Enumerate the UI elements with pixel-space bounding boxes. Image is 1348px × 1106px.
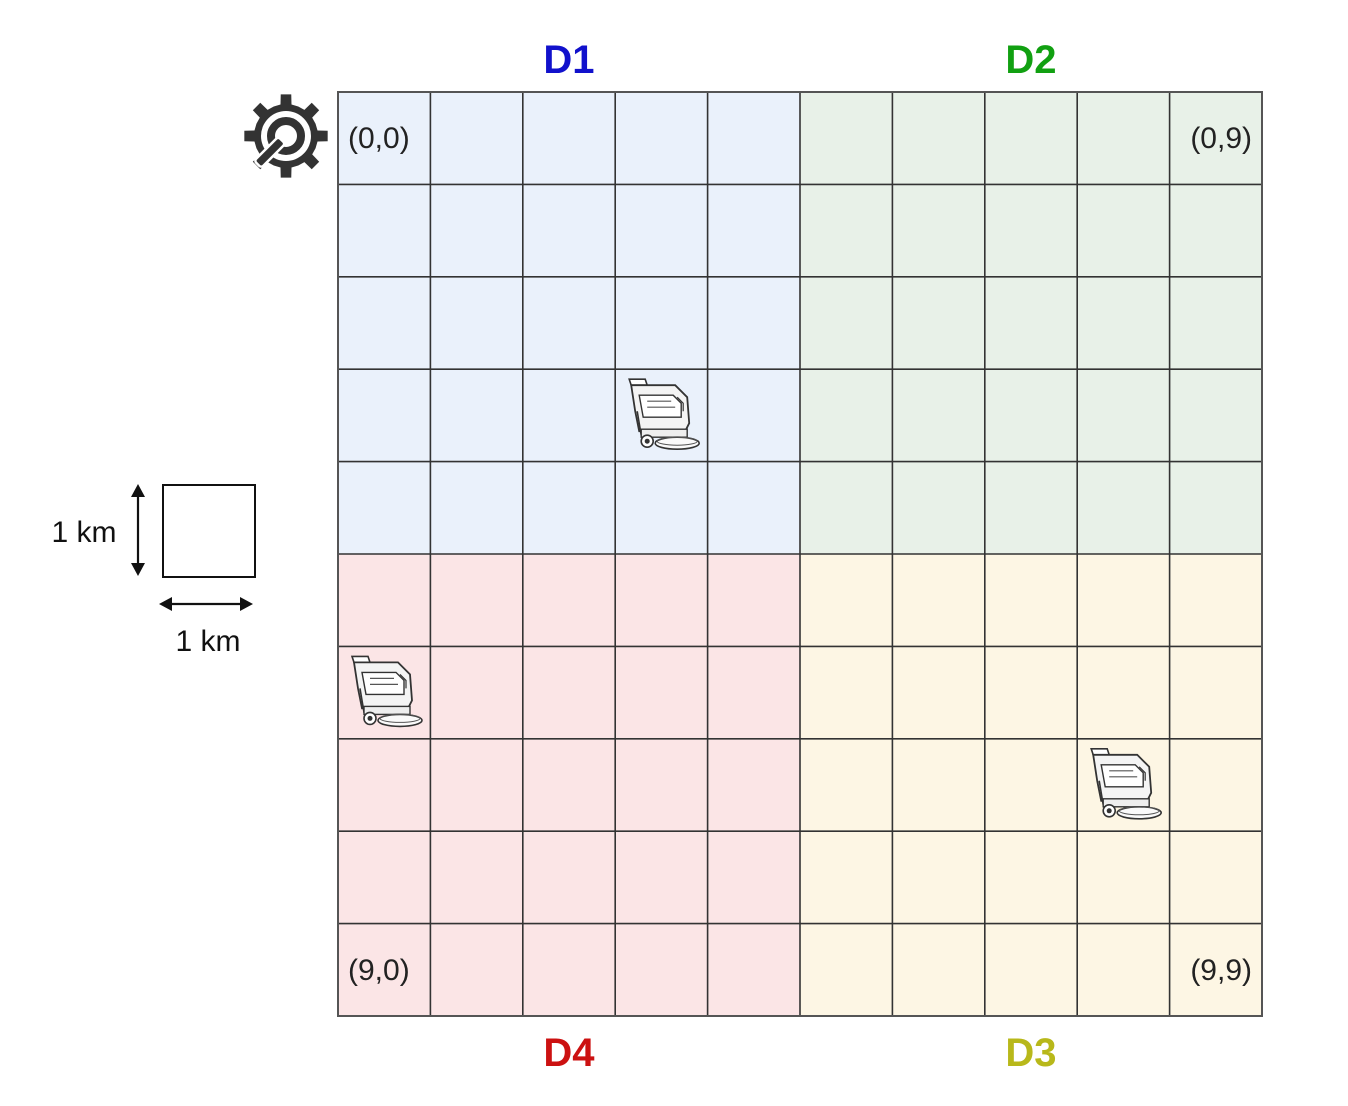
- district-area-d4: [338, 554, 800, 1016]
- grid-lines: [337, 91, 1263, 1017]
- scale-cell-square: [162, 484, 256, 578]
- district-label-d4: D4: [543, 1031, 595, 1075]
- corner-labels: (0,0) (0,9) (9,0) (9,9): [348, 122, 1252, 987]
- horizontal-scale-label: 1 km: [175, 625, 240, 658]
- district-label-d3: D3: [1005, 1031, 1056, 1075]
- scale-legend: 1 km 1 km: [51, 484, 256, 658]
- district-area-d2: [800, 92, 1262, 554]
- coordinate-label: (9,9): [1190, 954, 1252, 987]
- district-fills: [338, 92, 1262, 1016]
- vertical-scale-label: 1 km: [51, 516, 116, 549]
- district-area-d3: [800, 554, 1262, 1016]
- vertical-scale-arrow: [131, 484, 145, 576]
- district-area-d1: [338, 92, 800, 554]
- district-label-d1: D1: [543, 38, 594, 82]
- coordinate-label: (9,0): [348, 954, 410, 987]
- coordinate-label: (0,0): [348, 122, 410, 155]
- grid-border: [337, 91, 1263, 1017]
- coordinate-label: (0,9): [1190, 122, 1252, 155]
- gear-wrench-icon: [244, 94, 328, 178]
- horizontal-scale-arrow: [159, 597, 253, 611]
- district-label-d2: D2: [1005, 38, 1056, 82]
